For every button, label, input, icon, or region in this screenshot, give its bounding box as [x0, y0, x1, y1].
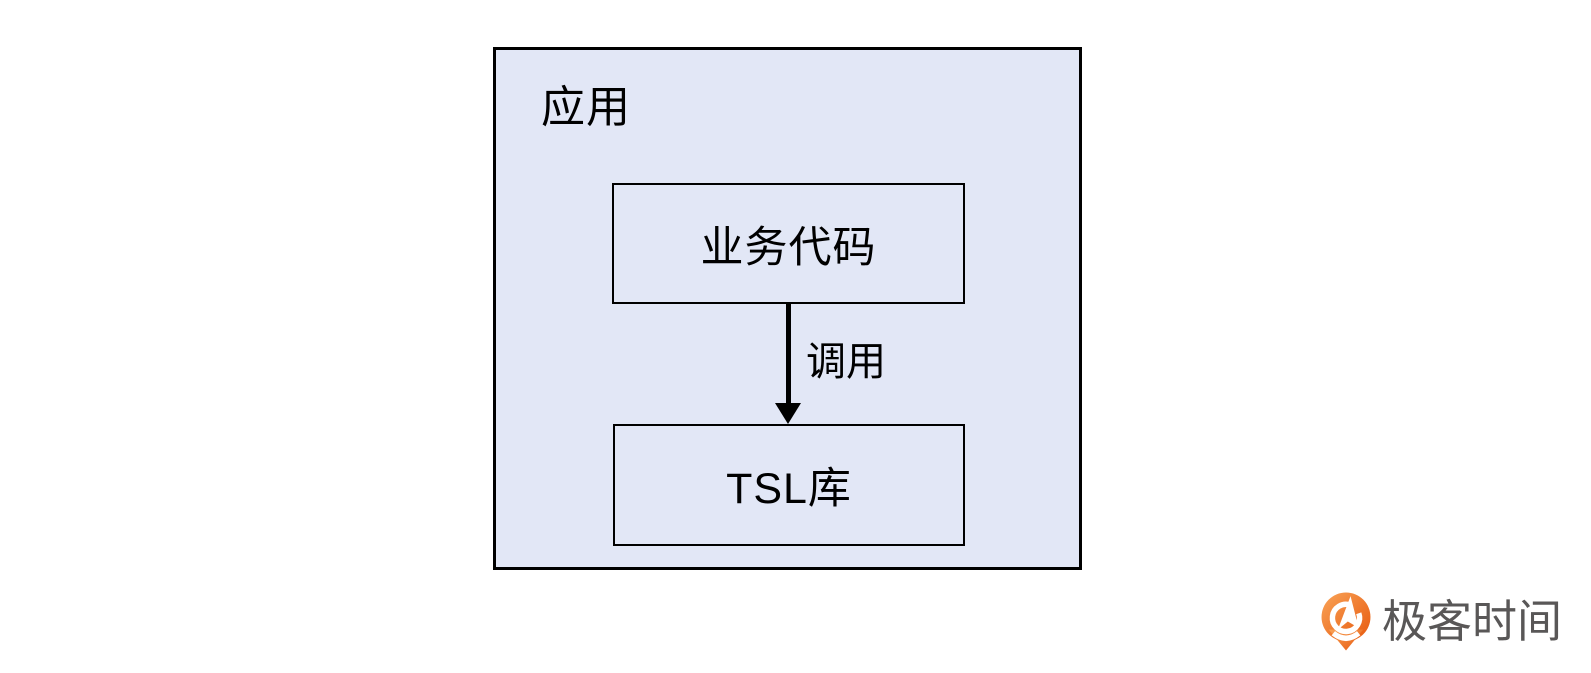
call-edge-label: 调用: [806, 340, 886, 384]
geektime-logo-icon: [1321, 592, 1371, 651]
geektime-logo: 极客时间: [1317, 590, 1562, 653]
call-arrow-head-icon: [775, 403, 801, 424]
application-label: 应用: [541, 83, 631, 132]
geektime-logo-text: 极客时间: [1382, 596, 1563, 647]
node-tsl-library-label: TSL库: [726, 465, 852, 513]
node-tsl-library: TSL库: [613, 424, 965, 546]
node-business-code: 业务代码: [612, 183, 965, 304]
call-arrow-shaft: [786, 304, 791, 405]
node-business-code-label: 业务代码: [700, 223, 877, 272]
